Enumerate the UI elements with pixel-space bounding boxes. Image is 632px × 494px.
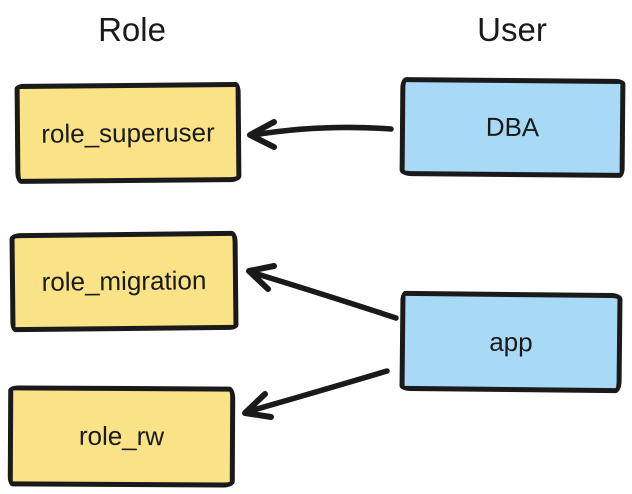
node-role-migration-label: role_migration	[41, 265, 207, 297]
node-role-superuser: role_superuser	[14, 82, 242, 184]
node-role-rw: role_rw	[7, 385, 236, 488]
column-title-role: Role	[98, 11, 166, 48]
column-title-user: User	[477, 11, 547, 48]
node-role-superuser-label: role_superuser	[41, 116, 215, 149]
arrow-app-to-role-migration	[246, 263, 399, 321]
node-user-app: app	[399, 290, 623, 394]
node-user-dba-label: DBA	[485, 111, 540, 143]
node-user-dba: DBA	[399, 77, 626, 178]
arrow-dba-to-role-superuser	[247, 119, 394, 150]
node-user-app-label: app	[489, 326, 533, 357]
node-role-rw-label: role_rw	[78, 420, 165, 452]
arrow-app-to-role-rw	[242, 368, 390, 420]
node-role-migration: role_migration	[9, 230, 239, 333]
